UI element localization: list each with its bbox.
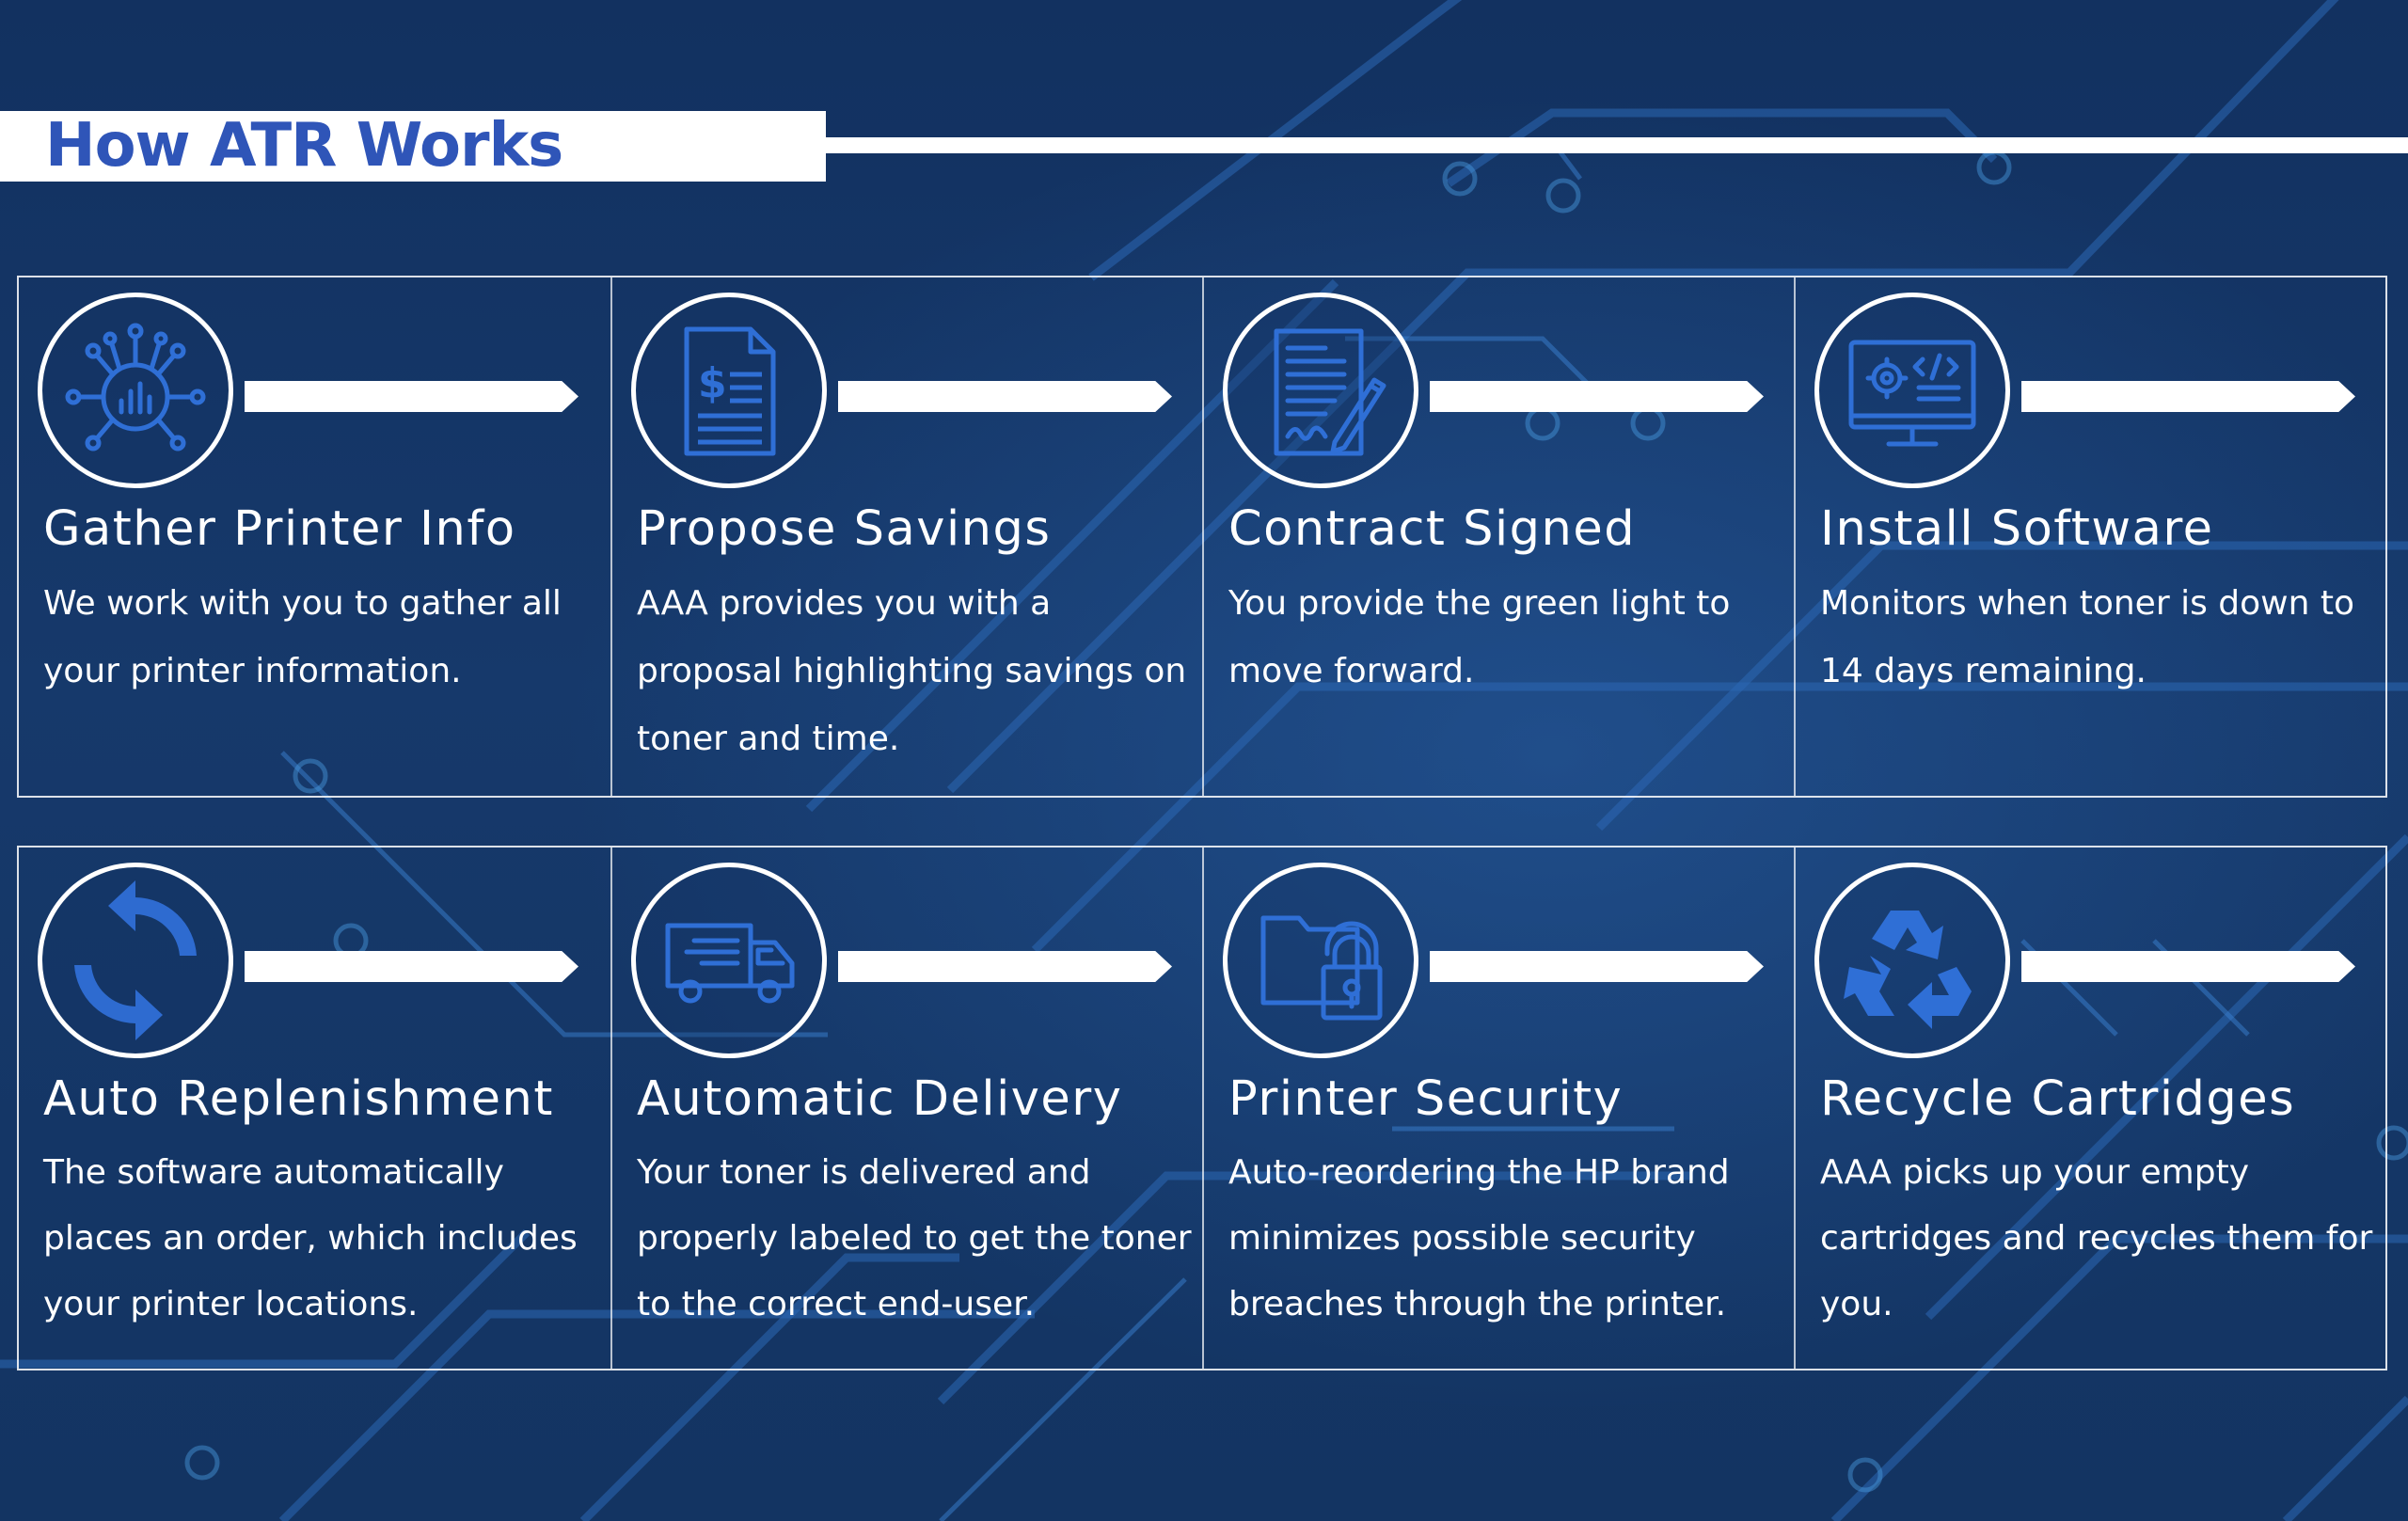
- step-description: The software automatically places an ord…: [43, 1153, 578, 1323]
- step-arrow: [1430, 381, 1764, 412]
- delivery-truck-icon: [665, 923, 795, 1004]
- steps-row-1: Gather Printer Info We work with you to …: [17, 276, 2387, 798]
- step-description: Monitors when toner is down to 14 days r…: [1820, 584, 2354, 690]
- step-icon-circle: [1814, 863, 2010, 1058]
- step-title: Recycle Cartridges: [1820, 1071, 2296, 1127]
- step-title: Auto Replenishment: [43, 1071, 554, 1127]
- steps-row-2: Auto Replenishment The software automati…: [17, 846, 2387, 1370]
- software-monitor-icon: [1848, 340, 1976, 447]
- step-card-recycle-cartridges: Recycle Cartridges AAA picks up your emp…: [1794, 848, 2385, 1369]
- folder-lock-icon: [1260, 915, 1383, 1021]
- step-card-printer-security: Printer Security Auto-reordering the HP …: [1202, 848, 1794, 1369]
- signed-contract-icon: [1274, 328, 1386, 456]
- step-arrow: [838, 951, 1172, 982]
- step-arrow: [245, 381, 578, 412]
- step-title: Install Software: [1820, 501, 2214, 557]
- step-icon-circle: [38, 863, 233, 1058]
- network-chart-icon: [65, 323, 206, 452]
- step-arrow: [245, 951, 578, 982]
- step-title: Gather Printer Info: [43, 501, 516, 557]
- step-card-auto-replenishment: Auto Replenishment The software automati…: [19, 848, 610, 1369]
- step-description: Auto-reordering the HP brand minimizes p…: [1228, 1153, 1730, 1323]
- title-rule: [826, 137, 2408, 153]
- svg-text:$: $: [698, 359, 727, 407]
- step-card-install-software: Install Software Monitors when toner is …: [1794, 277, 2385, 796]
- step-title: Propose Savings: [637, 501, 1052, 557]
- step-title: Printer Security: [1228, 1071, 1624, 1127]
- step-icon-circle: [1223, 293, 1418, 488]
- step-description: Your toner is delivered and properly lab…: [637, 1153, 1192, 1323]
- step-icon-circle: [38, 293, 233, 488]
- invoice-document-icon: $: [684, 326, 776, 456]
- step-description: We work with you to gather all your prin…: [43, 584, 562, 690]
- refresh-arrows-icon: [74, 880, 197, 1040]
- step-card-automatic-delivery: Automatic Delivery Your toner is deliver…: [610, 848, 1202, 1369]
- step-arrow: [2021, 951, 2355, 982]
- step-arrow: [838, 381, 1172, 412]
- step-arrow: [1430, 951, 1764, 982]
- step-icon-circle: [1223, 863, 1418, 1058]
- step-description: AAA provides you with a proposal highlig…: [637, 584, 1187, 758]
- step-title: Automatic Delivery: [637, 1071, 1123, 1127]
- step-icon-circle: [631, 863, 827, 1058]
- step-card-gather-printer-info: Gather Printer Info We work with you to …: [19, 277, 610, 796]
- step-description: You provide the green light to move forw…: [1228, 584, 1731, 690]
- recycle-icon: [1844, 911, 1972, 1029]
- title-banner: [0, 111, 826, 182]
- step-card-propose-savings: $ Propose Savings AAA provides you with …: [610, 277, 1202, 796]
- step-icon-circle: $: [631, 293, 827, 488]
- step-title: Contract Signed: [1228, 501, 1637, 557]
- step-description: AAA picks up your empty cartridges and r…: [1820, 1153, 2373, 1323]
- step-icon-circle: [1814, 293, 2010, 488]
- page-title: How ATR Works: [45, 111, 563, 181]
- step-card-contract-signed: Contract Signed You provide the green li…: [1202, 277, 1794, 796]
- step-arrow: [2021, 381, 2355, 412]
